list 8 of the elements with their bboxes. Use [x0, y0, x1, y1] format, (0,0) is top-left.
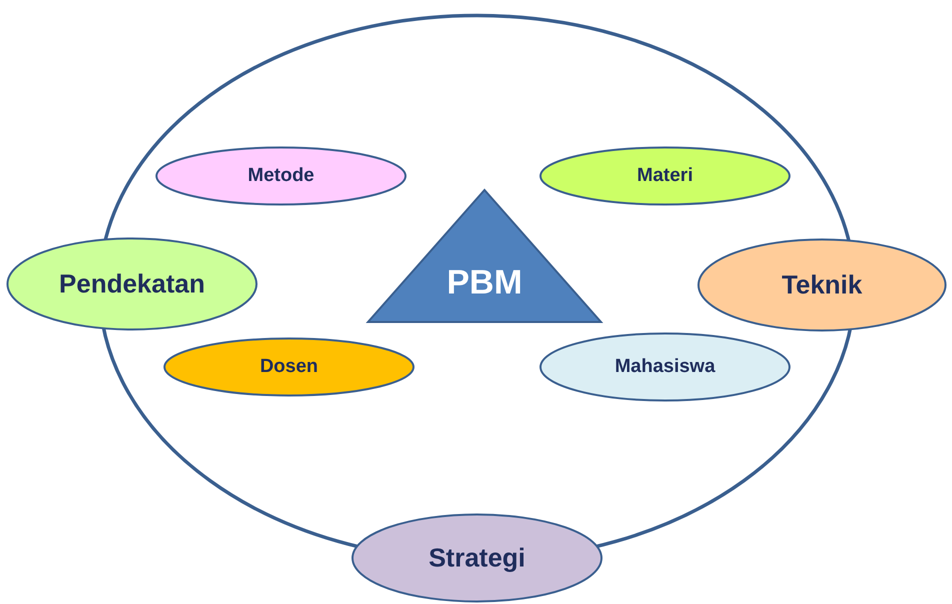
node-label: Pendekatan — [58, 268, 206, 300]
node-label: Mahasiswa — [614, 356, 716, 378]
node-label: Metode — [246, 165, 316, 187]
node-label: Dosen — [258, 356, 320, 378]
node-label: PBM — [446, 263, 524, 302]
node-label: Materi — [636, 165, 694, 187]
node-label: Strategi — [428, 542, 526, 574]
node-label: Teknik — [780, 270, 864, 300]
